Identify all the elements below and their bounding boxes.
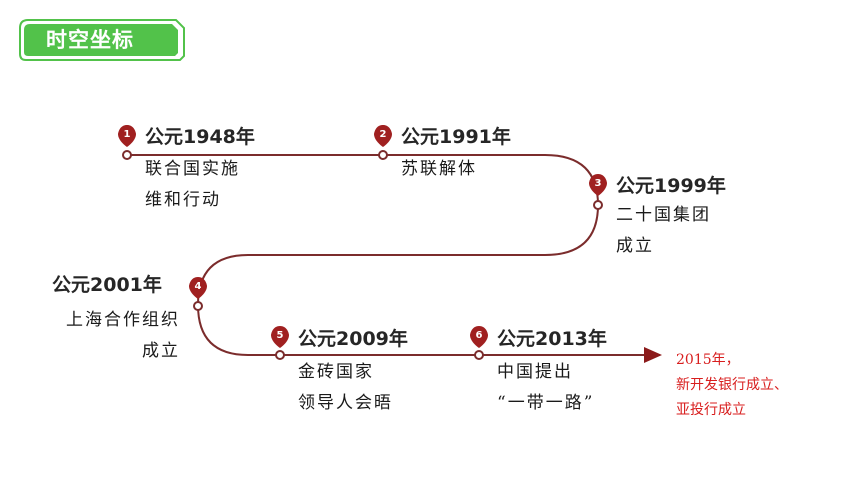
event-4-year: 公元2001年 (52, 274, 162, 296)
event-3-line-2: 成立 (616, 236, 654, 256)
event-2-line-1: 苏联解体 (401, 159, 477, 179)
event-2-number: 2 (379, 129, 387, 140)
event-6-line-2: “一带一路” (497, 393, 595, 413)
event-3-number: 3 (594, 178, 602, 189)
event-6-number: 6 (475, 330, 483, 341)
section-title-badge: 时空坐标 (18, 18, 185, 61)
event-6-line-1: 中国提出 (497, 362, 573, 382)
event-3-year: 公元1999年 (616, 175, 726, 197)
event-6-desc: 中国提出 “一带一路” (497, 357, 594, 419)
badge-shape (19, 19, 185, 61)
event-1-number: 1 (123, 129, 131, 140)
note-line-1: 2015年， (676, 352, 740, 368)
event-6-year: 公元2013年 (497, 328, 607, 350)
section-title: 时空坐标 (46, 28, 134, 52)
event-4-number: 4 (194, 281, 202, 292)
event-1-line-1: 联合国实施 (145, 159, 240, 179)
note-line-3: 亚投行成立 (676, 402, 746, 418)
event-1-desc: 联合国实施 维和行动 (145, 154, 240, 216)
event-5-year: 公元2009年 (298, 328, 408, 350)
event-5-line-2: 领导人会晤 (298, 393, 393, 413)
event-4-line-2: 成立 (142, 341, 180, 361)
event-3-line-1: 二十国集团 (616, 205, 711, 225)
event-1-line-2: 维和行动 (145, 190, 221, 210)
event-4-line-1: 上海合作组织 (66, 310, 180, 330)
event-1-year: 公元1948年 (145, 126, 255, 148)
event-4-desc: 上海合作组织 成立 (50, 305, 180, 367)
event-5-desc: 金砖国家 领导人会晤 (298, 357, 393, 419)
arrow-end-note: 2015年， 新开发银行成立、 亚投行成立 (676, 348, 788, 423)
event-3-desc: 二十国集团 成立 (616, 200, 711, 262)
event-2-year: 公元1991年 (401, 126, 511, 148)
note-line-2: 新开发银行成立、 (676, 377, 788, 393)
event-5-line-1: 金砖国家 (298, 362, 374, 382)
event-2-desc: 苏联解体 (401, 154, 477, 185)
event-5-number: 5 (276, 330, 284, 341)
